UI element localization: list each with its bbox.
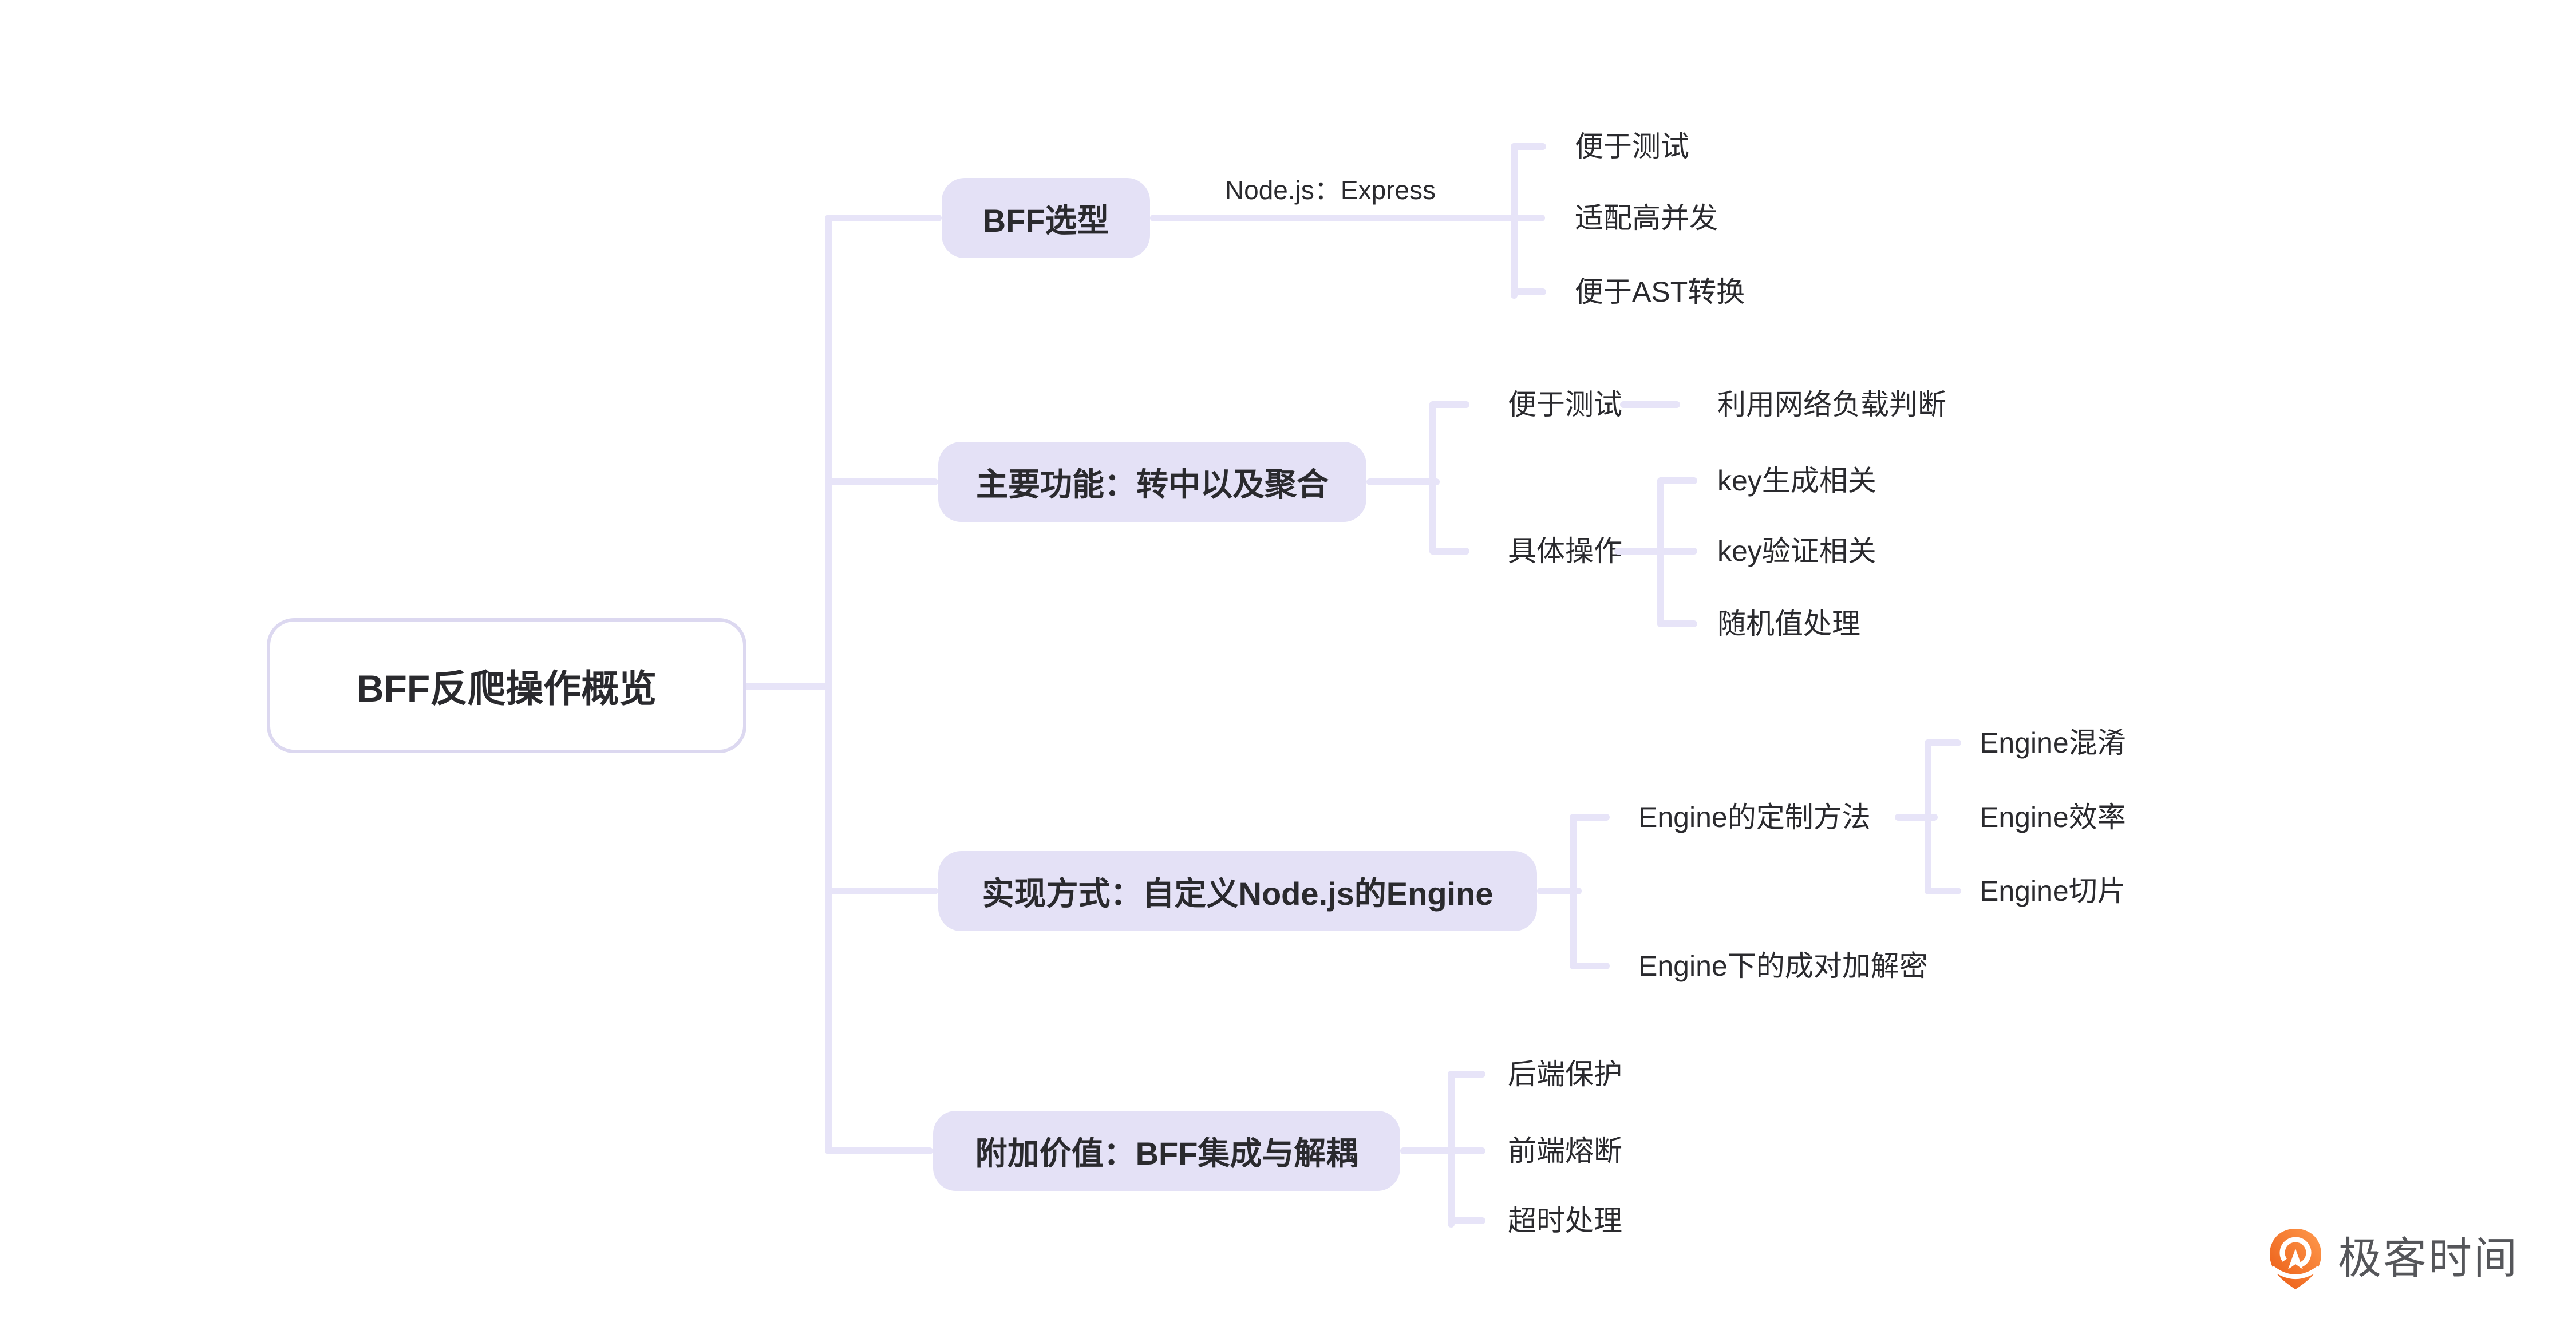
connector-trunk-to-branch3 — [828, 888, 938, 894]
connector-engine-obfuscation-tick — [1925, 739, 1961, 746]
leaf-key-verification: key验证相关 — [1717, 535, 1876, 567]
connector-branch1-child3-tick — [1511, 288, 1546, 295]
connector-branch1-children-rail — [1511, 143, 1518, 299]
leaf-backend-protection: 后端保护 — [1508, 1058, 1622, 1090]
leaf-random-value-handling: 随机值处理 — [1717, 608, 1860, 640]
leaf-high-concurrency: 适配高并发 — [1575, 202, 1718, 234]
connector-trunk-to-branch4 — [828, 1147, 933, 1154]
connector-root-to-trunk — [742, 683, 832, 690]
leaf-easy-testing-1: 便于测试 — [1575, 130, 1689, 163]
branch-node-implementation-label: 实现方式：自定义Node.js的Engine — [982, 875, 1494, 912]
leaf-engine-pair-crypto: Engine下的成对加解密 — [1638, 950, 1928, 982]
leaf-easy-testing-2: 便于测试 — [1508, 389, 1622, 421]
connector-branch2-child1-tick — [1429, 401, 1469, 408]
edge-label-nodejs-express: Node.js：Express — [1224, 175, 1436, 205]
connector-trunk — [825, 215, 832, 1154]
connector-branch2-children-rail — [1429, 401, 1436, 555]
connector-branch3-children-rail — [1570, 814, 1577, 969]
connector-timeout-tick — [1448, 1217, 1485, 1224]
branch-node-bff-selection-label: BFF选型 — [982, 202, 1109, 239]
connector-branch2-child2-tick — [1429, 548, 1469, 555]
geektime-logo: 极客时间 — [2267, 1228, 2519, 1290]
branch-node-main-functions: 主要功能：转中以及聚合 — [938, 442, 1366, 522]
leaf-concrete-operations: 具体操作 — [1508, 535, 1622, 567]
branch-node-added-value-label: 附加价值：BFF集成与解耦 — [975, 1135, 1358, 1171]
connector-engine-custom-tick — [1570, 814, 1610, 821]
leaf-engine-customization: Engine的定制方法 — [1638, 801, 1871, 833]
connector-trunk-to-branch1 — [828, 215, 942, 221]
connector-random-value-tick — [1657, 620, 1697, 627]
leaf-key-generation: key生成相关 — [1717, 465, 1876, 497]
connector-operations-to-rail — [1614, 548, 1666, 555]
branch-node-added-value: 附加价值：BFF集成与解耦 — [933, 1111, 1400, 1191]
connector-trunk-to-branch2 — [828, 478, 938, 485]
geektime-logo-icon — [2270, 1229, 2321, 1289]
leaf-timeout-handling: 超时处理 — [1508, 1205, 1622, 1237]
geektime-logo-text: 极客时间 — [2338, 1234, 2519, 1283]
branch-node-main-functions-label: 主要功能：转中以及聚合 — [976, 466, 1329, 502]
connector-engine-crypto-tick — [1570, 963, 1610, 969]
branch-node-implementation: 实现方式：自定义Node.js的Engine — [938, 851, 1537, 931]
connector-easy-testing-to-network — [1620, 401, 1680, 408]
connector-customization-children-rail — [1925, 739, 1931, 894]
connector-backend-protect-tick — [1448, 1071, 1485, 1078]
connector-branch1-child1-tick — [1511, 143, 1546, 150]
connector-branch2-to-children — [1366, 478, 1440, 485]
connector-key-gen-tick — [1657, 477, 1697, 484]
connector-branch4-to-children — [1400, 1147, 1457, 1154]
root-node-label: BFF反爬操作概览 — [356, 667, 657, 710]
connector-key-verify-tick — [1657, 548, 1697, 555]
connector-engine-slicing-tick — [1925, 888, 1961, 894]
leaf-engine-efficiency: Engine效率 — [1980, 801, 2126, 833]
leaf-engine-slicing: Engine切片 — [1980, 875, 2126, 907]
connector-branch1-to-children — [1150, 215, 1545, 221]
leaf-frontend-fusing: 前端熔断 — [1508, 1135, 1622, 1167]
connector-frontend-fuse-tick — [1448, 1147, 1485, 1154]
leaf-network-payload-judge: 利用网络负载判断 — [1717, 389, 1946, 421]
leaf-engine-obfuscation: Engine混淆 — [1980, 727, 2126, 759]
leaf-ast-transform: 便于AST转换 — [1575, 276, 1745, 308]
root-node: BFF反爬操作概览 — [267, 618, 746, 753]
branch-node-bff-selection: BFF选型 — [942, 178, 1150, 258]
